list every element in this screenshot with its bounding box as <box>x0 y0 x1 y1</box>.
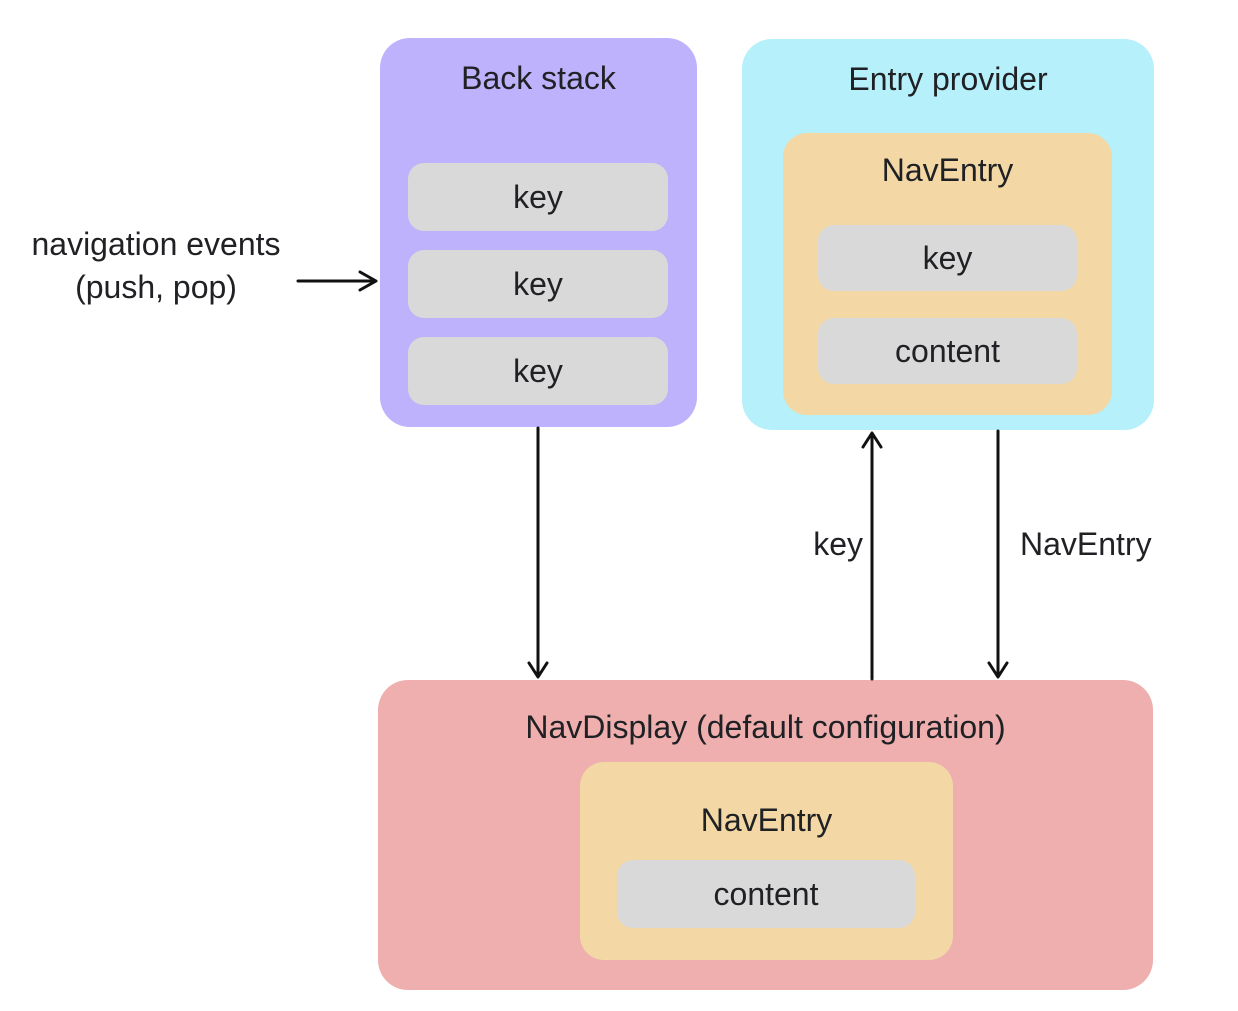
nav-entry-title: NavEntry <box>700 802 833 838</box>
back-stack-title: Back stack <box>461 60 616 96</box>
nav-display-nav-entry-box: NavEntry content <box>580 762 953 960</box>
back-stack-key-pill: key <box>408 250 668 318</box>
back-stack-box: Back stack key key key <box>380 38 697 427</box>
back-stack-key-pill: key <box>408 163 668 231</box>
nav-entry-arrow-label: NavEntry <box>1020 526 1152 562</box>
nav-entry-key-pill: key <box>818 225 1077 291</box>
nav-entry-content-pill: content <box>617 860 915 928</box>
navigation-events-line1: navigation events <box>31 226 281 262</box>
key-arrow-label: key <box>813 526 863 562</box>
entry-provider-nav-entry-box: NavEntry key content <box>783 133 1112 415</box>
nav-display-title: NavDisplay (default configuration) <box>525 709 1006 745</box>
arrow-nav-display-to-entry-provider-key <box>861 431 883 681</box>
navigation-events-label: navigation events (push, pop) <box>0 223 312 309</box>
back-stack-key-pill: key <box>408 337 668 405</box>
nav-entry-content-pill: content <box>818 318 1077 384</box>
nav-display-box: NavDisplay (default configuration) NavEn… <box>378 680 1153 990</box>
entry-provider-title: Entry provider <box>848 61 1048 97</box>
navigation-events-line2: (push, pop) <box>75 269 237 305</box>
arrow-back-stack-to-nav-display <box>527 426 549 679</box>
nav-entry-title: NavEntry <box>881 152 1014 188</box>
arrow-entry-provider-to-nav-display-naventry <box>987 429 1009 679</box>
entry-provider-box: Entry provider NavEntry key content <box>742 39 1154 430</box>
